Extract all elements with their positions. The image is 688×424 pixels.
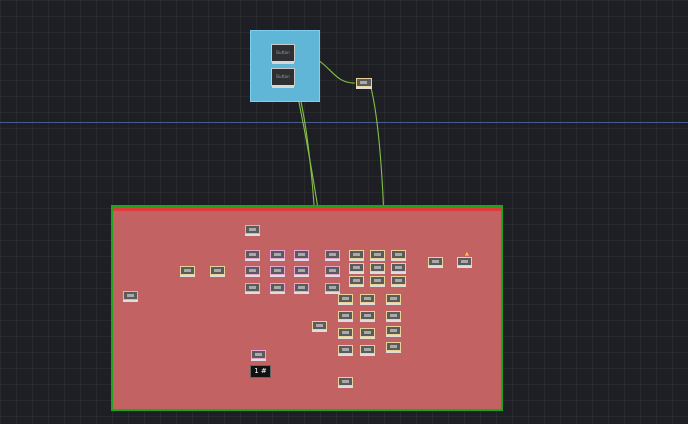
compare-node[interactable] bbox=[391, 276, 406, 287]
function-node[interactable] bbox=[245, 225, 260, 236]
output-node[interactable] bbox=[428, 257, 443, 268]
group-header bbox=[251, 31, 319, 36]
function-node[interactable] bbox=[325, 283, 340, 294]
button-node-1[interactable]: Button bbox=[271, 44, 295, 64]
compare-node[interactable] bbox=[391, 250, 406, 261]
function-node[interactable] bbox=[270, 283, 285, 294]
math-node[interactable] bbox=[360, 345, 375, 356]
button-node-label: Button bbox=[276, 50, 290, 55]
compare-node[interactable] bbox=[349, 263, 364, 274]
merge-node[interactable] bbox=[356, 78, 372, 89]
compare-node[interactable] bbox=[370, 250, 385, 261]
group-header-bar bbox=[113, 207, 501, 211]
math-node[interactable] bbox=[360, 328, 375, 339]
logic-node[interactable] bbox=[210, 266, 225, 277]
node-footer bbox=[272, 61, 294, 64]
button-node-2[interactable]: Button bbox=[271, 68, 295, 88]
display-node[interactable] bbox=[251, 350, 266, 361]
math-node[interactable] bbox=[338, 311, 353, 322]
main-group[interactable] bbox=[111, 205, 503, 411]
compare-node[interactable] bbox=[349, 276, 364, 287]
counter-symbol: # bbox=[260, 367, 267, 375]
function-node[interactable] bbox=[245, 283, 260, 294]
selector-node[interactable] bbox=[312, 321, 327, 332]
function-node[interactable] bbox=[245, 250, 260, 261]
math-node[interactable] bbox=[338, 345, 353, 356]
warning-icon: ▲ bbox=[465, 251, 469, 257]
math-node[interactable] bbox=[386, 311, 401, 322]
math-node[interactable] bbox=[360, 294, 375, 305]
compare-node[interactable] bbox=[349, 250, 364, 261]
counter-value: 1 bbox=[254, 367, 259, 375]
function-node[interactable] bbox=[270, 266, 285, 277]
math-node[interactable] bbox=[338, 294, 353, 305]
compare-node[interactable] bbox=[370, 263, 385, 274]
canvas-origin-line bbox=[0, 122, 688, 123]
function-node[interactable] bbox=[294, 283, 309, 294]
button-group[interactable]: Button Button bbox=[250, 30, 320, 102]
function-node[interactable] bbox=[270, 250, 285, 261]
function-node[interactable] bbox=[325, 266, 340, 277]
math-node[interactable] bbox=[338, 328, 353, 339]
function-node[interactable] bbox=[245, 266, 260, 277]
button-node-label: Button bbox=[276, 74, 290, 79]
collector-node[interactable] bbox=[338, 377, 353, 388]
compare-node[interactable] bbox=[370, 276, 385, 287]
function-node[interactable] bbox=[325, 250, 340, 261]
function-node[interactable] bbox=[294, 266, 309, 277]
input-node[interactable] bbox=[123, 291, 138, 302]
math-node[interactable] bbox=[360, 311, 375, 322]
math-node[interactable] bbox=[386, 294, 401, 305]
logic-node[interactable] bbox=[180, 266, 195, 277]
final-node[interactable] bbox=[457, 257, 472, 268]
compare-node[interactable] bbox=[391, 263, 406, 274]
math-node[interactable] bbox=[386, 342, 401, 353]
math-node[interactable] bbox=[386, 326, 401, 337]
function-node[interactable] bbox=[294, 250, 309, 261]
node-footer bbox=[272, 85, 294, 88]
counter-display[interactable]: 1 # bbox=[250, 365, 271, 378]
